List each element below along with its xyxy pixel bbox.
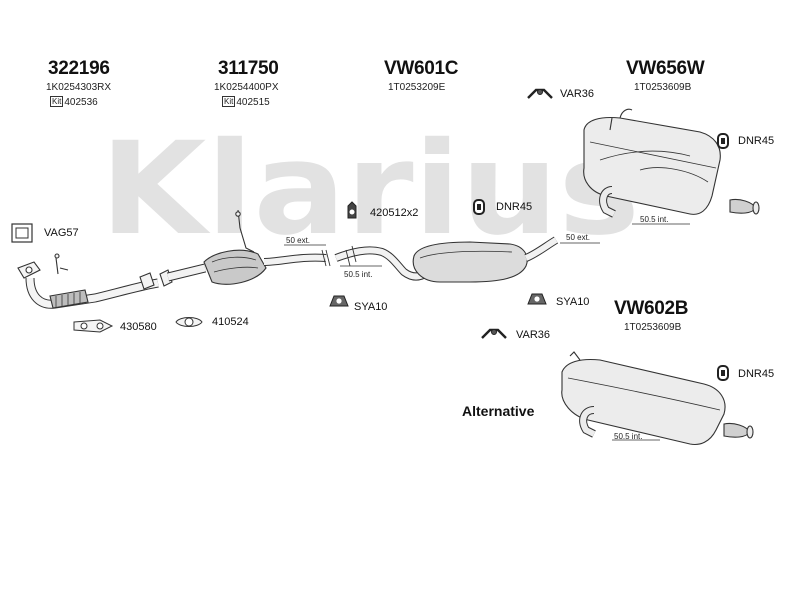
label-var36-top: VAR36 [560,88,595,100]
part-number-311750: 311750 [218,58,279,79]
gasket-410524-icon [175,317,203,327]
catalytic-pipe-311750-drawing [159,209,331,287]
oe-number-322196: 1K0254303RX [46,82,112,93]
dim-50-ext-right: 50 ext. [566,233,591,242]
oe-number-vw656w: 1T0253609B [634,82,692,93]
dnr45-top-icon [717,133,729,149]
var36-mid-icon [481,328,507,339]
kit-value-402515: 402515 [236,97,270,108]
label-410524: 410524 [212,316,249,328]
dim-50-5-int-left: 50.5 int. [344,270,373,279]
label-sya10-left: SYA10 [354,301,388,313]
alternative-label: Alternative [462,403,535,419]
label-420512: 420512x2 [370,207,419,219]
oe-number-vw601c: 1T0253209E [388,82,446,93]
oe-number-vw602b: 1T0253609B [624,322,682,333]
oe-number-311750: 1K0254400PX [214,82,279,93]
label-sya10-right: SYA10 [556,296,590,308]
sya10-right-icon [527,293,547,305]
front-pipe-322196-drawing [17,253,159,309]
label-var36-mid: VAR36 [516,329,551,341]
watermark-logo: Klarius [100,115,640,264]
label-dnr45-top: DNR45 [738,135,775,147]
dim-50-5-int-top: 50.5 int. [640,215,669,224]
part-number-vw601c: VW601C [384,58,459,79]
label-dnr45-bottom: DNR45 [738,368,775,380]
bracket-420512-icon [347,201,357,219]
label-430580: 430580 [120,321,157,333]
kit-icon: Kit [222,96,236,107]
centre-silencer-vw601c-drawing [334,236,559,283]
kit-icon: Kit [50,96,64,107]
dim-50-5-int-bottom: 50.5 int. [614,432,643,441]
dnr45-bottom-icon [717,365,729,381]
gasket-430580-icon [73,319,114,333]
label-vag57: VAG57 [44,227,79,239]
dimension-lines [284,223,690,441]
sya10-left-icon [329,295,349,307]
part-number-322196: 322196 [48,58,110,79]
kit-value-402536: 402536 [64,97,98,108]
label-dnr45-mid: DNR45 [496,201,533,213]
rear-silencer-vw656w-drawing [583,108,760,218]
part-number-vw602b: VW602B [614,298,689,319]
rear-silencer-vw602b-drawing [561,351,754,446]
part-number-vw656w: VW656W [626,58,705,79]
var36-top-icon [527,88,553,99]
dim-50-ext-left: 50 ext. [286,236,311,245]
dnr45-mid-icon [473,199,485,215]
vag57-icon [11,223,33,243]
